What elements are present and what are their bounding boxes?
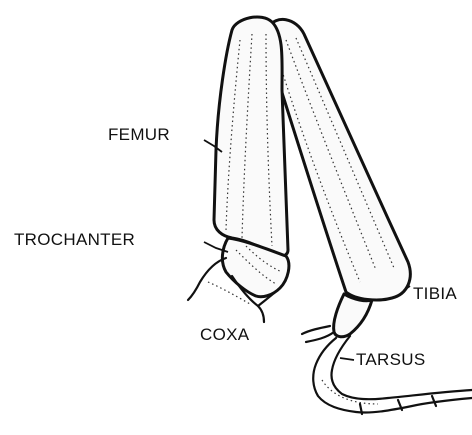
trochanter-label-group: TROCHANTER <box>14 230 228 252</box>
femur-segment <box>214 17 288 257</box>
tarsus-label-group: TARSUS <box>340 350 426 369</box>
femur-label: FEMUR <box>108 125 170 144</box>
tarsus-label: TARSUS <box>356 350 426 369</box>
coxa-label-group: COXA <box>200 325 250 344</box>
trochanter-label: TROCHANTER <box>14 230 135 249</box>
tibia-label: TIBIA <box>413 284 457 303</box>
coxa-label: COXA <box>200 325 250 344</box>
femur-label-group: FEMUR <box>108 125 222 152</box>
tarsus-leader-line <box>340 358 354 360</box>
tibia-label-group: TIBIA <box>404 284 457 303</box>
